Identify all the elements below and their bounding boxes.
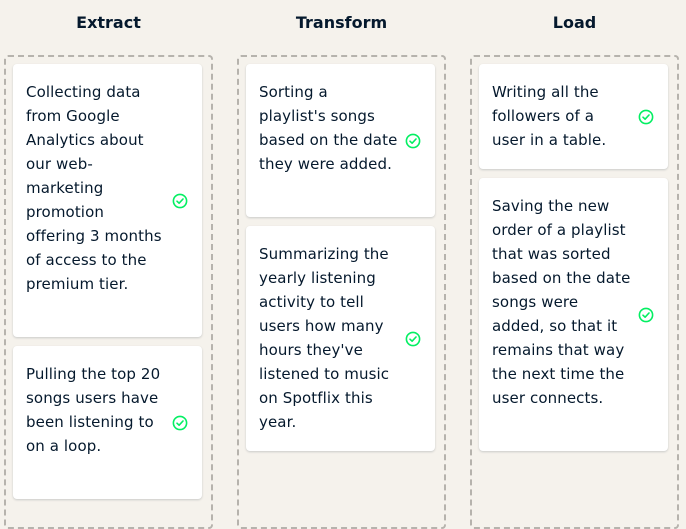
card-text: Writing all the followers of a user in a… bbox=[492, 83, 607, 149]
check-circle-icon bbox=[638, 109, 654, 125]
column-title: Load bbox=[552, 13, 597, 32]
draggable-card[interactable]: Collecting data from Google Analytics ab… bbox=[13, 64, 202, 337]
etl-board: Extract Collecting data from Google Anal… bbox=[4, 0, 679, 529]
column-load: Load Writing all the followers of a user… bbox=[470, 0, 679, 529]
draggable-card[interactable]: Writing all the followers of a user in a… bbox=[479, 64, 668, 169]
check-circle-icon bbox=[405, 331, 421, 347]
column-transform: Transform Sorting a playlist's songs bas… bbox=[237, 0, 446, 529]
check-circle-icon bbox=[172, 193, 188, 209]
card-text: Saving the new order of a playlist that … bbox=[492, 197, 631, 407]
check-circle-icon bbox=[405, 133, 421, 149]
card-text: Collecting data from Google Analytics ab… bbox=[26, 83, 162, 293]
draggable-card[interactable]: Sorting a playlist's songs based on the … bbox=[246, 64, 435, 217]
column-extract: Extract Collecting data from Google Anal… bbox=[4, 0, 213, 529]
check-circle-icon bbox=[638, 307, 654, 323]
column-title: Extract bbox=[76, 13, 141, 32]
draggable-card[interactable]: Saving the new order of a playlist that … bbox=[479, 178, 668, 451]
draggable-card[interactable]: Pulling the top 20 songs users have been… bbox=[13, 346, 202, 499]
card-text: Summarizing the yearly listening activit… bbox=[259, 245, 390, 431]
card-text: Pulling the top 20 songs users have been… bbox=[26, 365, 161, 455]
check-circle-icon bbox=[172, 415, 188, 431]
card-text: Sorting a playlist's songs based on the … bbox=[259, 83, 398, 173]
column-title: Transform bbox=[295, 13, 388, 32]
draggable-card[interactable]: Summarizing the yearly listening activit… bbox=[246, 226, 435, 451]
